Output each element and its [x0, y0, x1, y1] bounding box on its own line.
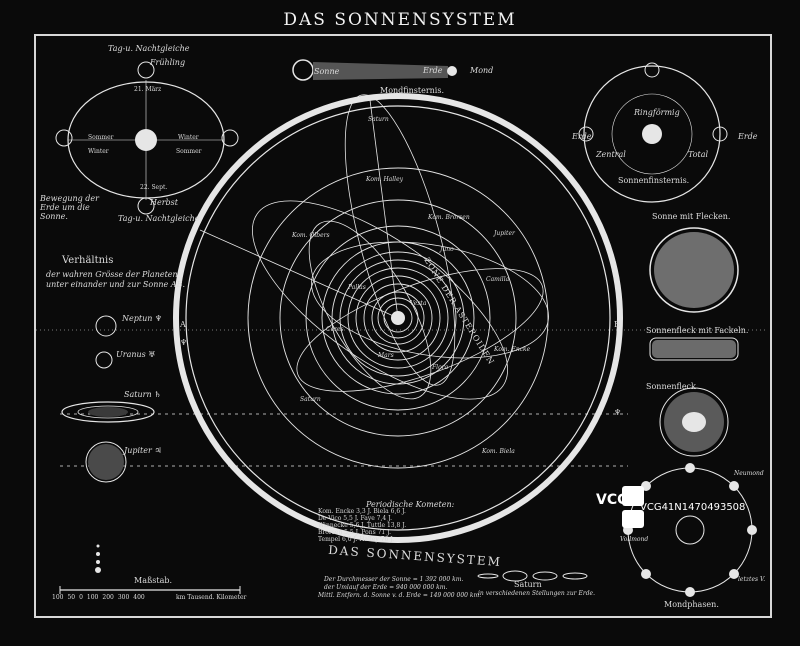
- point-b: B: [614, 320, 620, 329]
- neptune-symbol-right: ♆: [614, 408, 622, 417]
- lunar-eclipse-caption: Mondfinsternis.: [380, 86, 445, 95]
- footer-line-1: Der Durchmesser der Sonne = 1 392 000 km…: [324, 576, 464, 583]
- equinox-label-bottom: Tag-u. Nachtgleiche: [118, 214, 200, 223]
- watermark-logo-shape: [622, 486, 644, 528]
- ratio-title: Verhältnis: [62, 255, 114, 266]
- comet-row: Brorsen 5,5 J. Pons 71 J.: [318, 529, 392, 536]
- encke-label: Kom. Encke: [494, 346, 531, 353]
- saturn-bottom-label: Saturn: [300, 396, 321, 403]
- scale-tick: 300: [117, 594, 130, 601]
- brorsen-label: Kom. Brorsen: [428, 214, 470, 221]
- ratio-subtitle-2: unter einander und zur Sonne AB.: [46, 280, 185, 289]
- last-quarter-label: letztes V.: [738, 576, 766, 583]
- eclipse-moon-label: Mond: [470, 66, 494, 75]
- summer-label-right: Sommer: [176, 148, 202, 155]
- jupiter-label: Jupiter ♃: [124, 446, 162, 455]
- comet-orbits: [199, 94, 549, 400]
- eclipse-orbit: [583, 65, 721, 203]
- camilla-label: Camilla: [486, 276, 510, 283]
- biela-label: Kom. Biela: [482, 448, 515, 455]
- neptune-orbit: [185, 105, 611, 531]
- eclipse-sun-label: Sonne: [314, 67, 340, 76]
- mars-label: Mars: [378, 352, 394, 359]
- new-moon-label: Neumond: [734, 470, 764, 477]
- earth-left-label: Erde: [572, 132, 592, 141]
- moon-phases-caption: Mondphasen.: [664, 600, 719, 609]
- autumn-label: Herbst: [150, 198, 178, 207]
- neptune-label: Neptun ♆: [122, 314, 163, 323]
- spring-label: Frühling: [150, 58, 186, 67]
- map-border: [34, 34, 772, 618]
- halley-label: Kom. Halley: [366, 176, 404, 183]
- neptune-symbol: ♆: [180, 338, 188, 347]
- flora-label: Flora: [432, 364, 449, 371]
- scale-unit: km Tausend. Kilometer: [176, 594, 247, 601]
- olbers-label: Kom. Olbers: [292, 232, 330, 239]
- central-label: Zentral: [596, 150, 626, 159]
- page-title: DAS SONNENSYSTEM: [283, 10, 517, 30]
- comet-row: Winnecke 5,6 J. Tuttle 13,8 J.: [318, 522, 407, 529]
- sept-label: 22. Sept.: [140, 184, 168, 191]
- juno-label: Juno: [440, 246, 454, 253]
- total-label: Total: [688, 150, 709, 159]
- earth-right-label: Erde: [738, 132, 758, 141]
- scale-tick: 100: [52, 594, 64, 601]
- sunspot-faculae-caption: Sonnenfleck mit Fackeln.: [646, 326, 749, 335]
- sun-spots-caption: Sonne mit Flecken.: [652, 212, 731, 221]
- saturn-orbit-label: Saturn: [368, 116, 389, 123]
- comet-row: De Vico 5,5 J. Faye 7,4 J.: [318, 515, 392, 522]
- scale-caption: Maßstab.: [134, 576, 173, 585]
- scale-tick: 200: [102, 594, 114, 601]
- uranus-label: Uranus ♅: [116, 350, 156, 359]
- march-label: 21. März: [134, 86, 162, 93]
- scale-tick: 100: [86, 594, 99, 601]
- equinox-label-top: Tag-u. Nachtgleiche: [108, 44, 190, 53]
- planet-orbits: [247, 167, 549, 469]
- footer-line-2: der Umlauf der Erde = 940 000 000 km.: [324, 584, 448, 591]
- scale-tick: 400: [133, 594, 145, 601]
- comet-row: Kom. Encke 3,3 J. Biela 6,6 J.: [318, 508, 406, 515]
- vesta-label: Vesta: [410, 300, 427, 307]
- earth-motion-caption: Bewegung der Erde um die Sonne.: [40, 194, 99, 221]
- outer-ring: [173, 93, 623, 543]
- ceres-label: Ceres: [326, 326, 344, 333]
- solar-eclipse-caption: Sonnenfinsternis.: [618, 176, 690, 185]
- saturn-positions-title: Saturn: [514, 580, 542, 589]
- jupiter-orbit-label: Jupiter: [494, 230, 515, 237]
- saturn-label: Saturn ♄: [124, 390, 162, 399]
- comet-table-title: Periodische Kometen:: [366, 500, 455, 509]
- comet-row: Tempel 6,0 J. Halley 76 J.: [318, 536, 395, 543]
- scale-tick: 50: [67, 594, 76, 601]
- annular-label: Ringförmig: [634, 108, 680, 117]
- pallas-label: Pallas: [348, 284, 366, 291]
- footer-line-3: Mittl. Entfern. d. Sonne v. d. Erde = 14…: [318, 592, 482, 599]
- winter-label-left: Winter: [88, 148, 109, 155]
- comet-table: Kom. Encke 3,3 J. Biela 6,6 J. De Vico 5…: [318, 508, 406, 543]
- watermark-logo: VCG: [596, 492, 629, 508]
- ratio-subtitle-1: der wahren Grösse der Planeten: [46, 270, 178, 279]
- scale-tick: 0: [79, 594, 83, 601]
- winter-label: Winter: [178, 134, 199, 141]
- summer-label: Sommer: [88, 134, 114, 141]
- sun-spots-disc: [649, 227, 739, 313]
- watermark-id: VCG41N1470493508: [640, 502, 746, 513]
- eclipse-earth-label: Erde: [423, 66, 443, 75]
- point-a: A: [180, 320, 186, 329]
- filled-bodies: [88, 59, 757, 597]
- sunspot-caption: Sonnenfleck: [646, 382, 696, 391]
- full-moon-label: Vollmond: [620, 536, 649, 543]
- scale-ticks: 100 50 0 100 200 300 400: [52, 594, 145, 601]
- saturn-positions-caption: in verschiedenen Stellungen zur Erde.: [478, 590, 595, 597]
